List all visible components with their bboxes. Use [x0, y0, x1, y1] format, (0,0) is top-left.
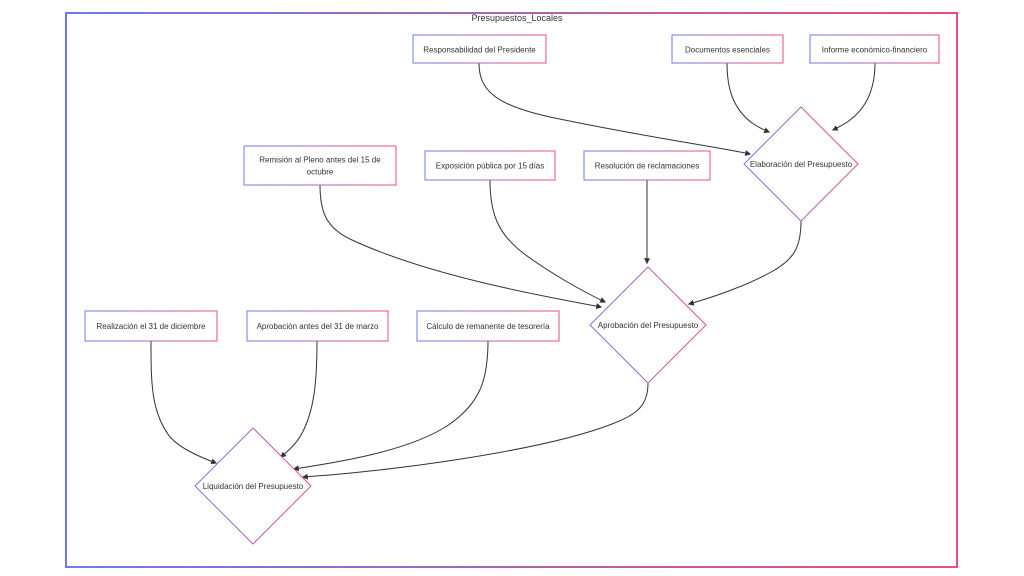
node-remision-label-line1: Remisión al Pleno antes del 15 de [259, 156, 381, 165]
diagram-title: Presupuestos_Locales [471, 13, 563, 23]
subgraph-border [65, 12, 958, 568]
node-responsabilidad-label: Responsabilidad del Presidente [423, 46, 536, 55]
node-resolucion-box [583, 150, 711, 181]
node-aprobacion-marzo-box [246, 310, 389, 342]
node-documentos: Documentos esenciales [671, 34, 784, 64]
node-resolucion: Resolución de reclamaciones [583, 150, 711, 181]
node-realizacion: Realización el 31 de diciembre [84, 310, 218, 342]
node-documentos-label: Documentos esenciales [685, 46, 770, 55]
edge-calculo-to-liquidacion [292, 340, 489, 472]
node-resolucion-label: Resolución de reclamaciones [595, 162, 700, 171]
node-liquidacion: Liquidación del Presupuesto [194, 427, 312, 545]
node-realizacion-label: Realización el 31 de diciembre [97, 322, 207, 331]
edge-remision-to-aprobacion [319, 184, 603, 310]
node-informe: Informe económico-financiero [809, 34, 940, 64]
node-aprobacion-diamond [589, 266, 707, 384]
edge-responsabilidad-to-elaboracion [478, 62, 752, 156]
node-elaboracion-diamond [743, 106, 859, 222]
node-remision-box [243, 145, 397, 186]
node-remision: Remisión al Pleno antes del 15 de octubr… [243, 145, 397, 186]
edge-aprobacion-marzo-to-liquidacion [280, 340, 318, 458]
node-aprobacion: Aprobación del Presupuesto [589, 266, 707, 384]
node-documentos-box [671, 34, 784, 64]
node-elaboracion: Elaboración del Presupuesto [743, 106, 859, 222]
node-calculo-box [416, 310, 560, 342]
edge-realizacion-to-liquidacion [150, 340, 218, 465]
node-exposicion-label: Exposición pública por 15 días [436, 162, 545, 171]
node-liquidacion-label: Liquidación del Presupuesto [203, 482, 304, 491]
node-informe-label: Informe económico-financiero [822, 46, 928, 55]
node-calculo-label: Cálculo de remanente de tesorería [426, 322, 550, 331]
node-aprobacion-marzo-label: Aprobación antes del 31 de marzo [257, 322, 379, 331]
node-informe-box [809, 34, 940, 64]
node-responsabilidad-box [412, 34, 547, 64]
node-calculo: Cálculo de remanente de tesorería [416, 310, 560, 342]
node-elaboracion-label: Elaboración del Presupuesto [750, 160, 853, 169]
node-exposicion-box [424, 150, 556, 181]
node-realizacion-box [84, 310, 218, 342]
edge-documentos-to-elaboracion [726, 62, 771, 134]
edge-exposicion-to-aprobacion [489, 179, 607, 303]
edge-elaboracion-to-aprobacion [687, 220, 802, 306]
edges-layer [150, 62, 876, 480]
node-aprobacion-marzo: Aprobación antes del 31 de marzo [246, 310, 389, 342]
node-aprobacion-label: Aprobación del Presupuesto [598, 321, 699, 330]
edge-informe-to-elaboracion [831, 62, 876, 131]
node-liquidacion-diamond [194, 427, 312, 545]
edge-aprobacion-to-liquidacion [301, 382, 649, 480]
node-remision-label-line2: octubre [307, 168, 334, 177]
node-responsabilidad: Responsabilidad del Presidente [412, 34, 547, 64]
node-exposicion: Exposición pública por 15 días [424, 150, 556, 181]
